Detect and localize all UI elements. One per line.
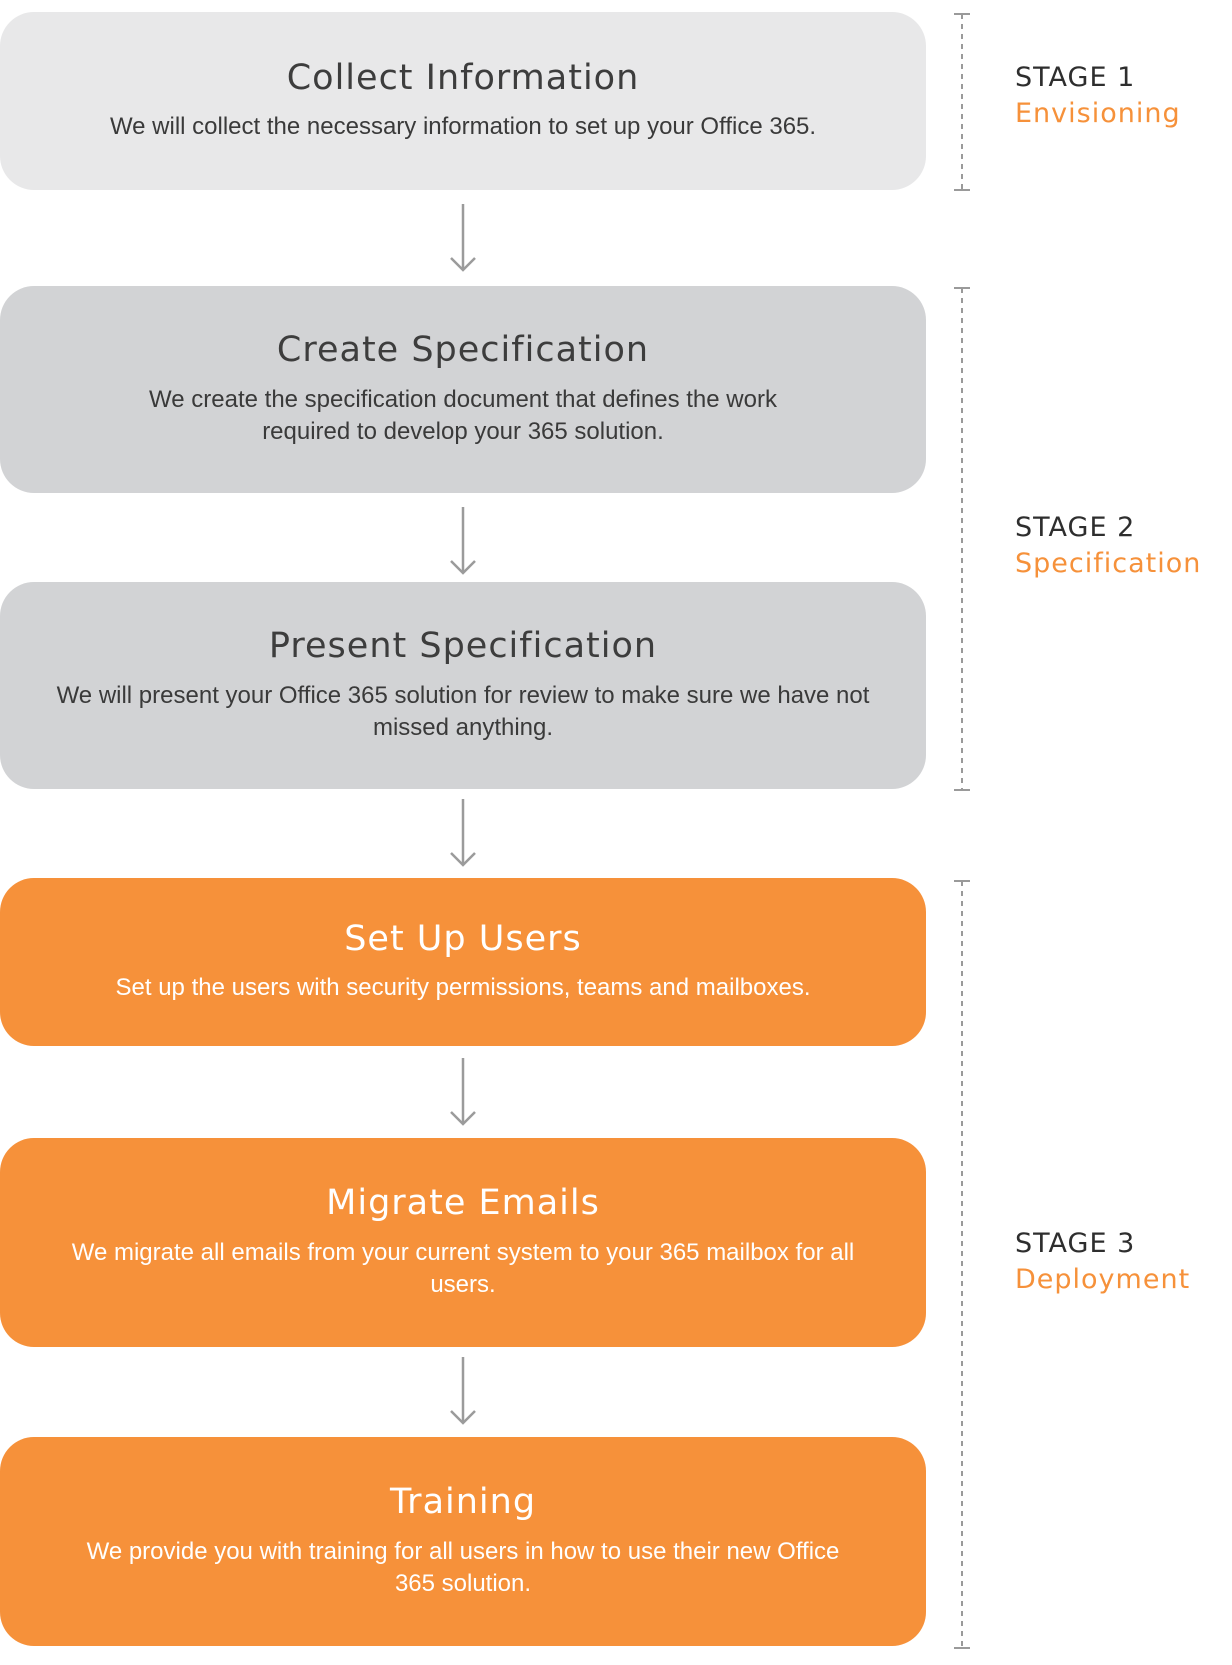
step-title: Collect Information: [286, 57, 640, 98]
down-arrow-icon: [450, 507, 476, 575]
stage-3-label: STAGE 3 Deployment: [1015, 1226, 1190, 1298]
stage-2-bracket: [954, 287, 970, 791]
step-title: Training: [389, 1482, 537, 1523]
stage-3-bracket: [954, 880, 970, 1649]
stage-2-label: STAGE 2 Specification: [1015, 510, 1201, 582]
step-collect-information: Collect Information We will collect the …: [0, 12, 926, 190]
step-description: We migrate all emails from your current …: [71, 1238, 855, 1298]
down-arrow-icon: [450, 1357, 476, 1425]
down-arrow-icon: [450, 799, 476, 867]
step-title: Set Up Users: [344, 918, 582, 959]
step-title: Migrate Emails: [326, 1183, 600, 1224]
down-arrow-icon: [450, 204, 476, 272]
step-training: Training We provide you with training fo…: [0, 1437, 926, 1646]
step-description: We provide you with training for all use…: [86, 1537, 840, 1597]
step-description: We create the specification document tha…: [149, 385, 777, 445]
step-create-specification: Create Specification We create the speci…: [0, 286, 926, 493]
stage-number: STAGE 2: [1015, 512, 1136, 543]
stage-name: Specification: [1015, 548, 1202, 579]
step-title: Create Specification: [276, 330, 650, 371]
stage-1-bracket: [954, 13, 970, 191]
step-description: We will present your Office 365 solution…: [56, 681, 870, 741]
step-description: We will collect the necessary informatio…: [109, 113, 817, 141]
stage-number: STAGE 1: [1015, 62, 1136, 93]
down-arrow-icon: [450, 1058, 476, 1126]
step-title: Present Specification: [268, 626, 658, 667]
stage-number: STAGE 3: [1015, 1228, 1136, 1259]
step-set-up-users: Set Up Users Set up the users with secur…: [0, 878, 926, 1046]
step-description: Set up the users with security permissio…: [115, 974, 811, 1002]
step-migrate-emails: Migrate Emails We migrate all emails fro…: [0, 1138, 926, 1347]
stage-name: Envisioning: [1015, 98, 1181, 129]
stage-name: Deployment: [1015, 1264, 1191, 1295]
stage-1-label: STAGE 1 Envisioning: [1015, 60, 1181, 132]
step-present-specification: Present Specification We will present yo…: [0, 582, 926, 789]
